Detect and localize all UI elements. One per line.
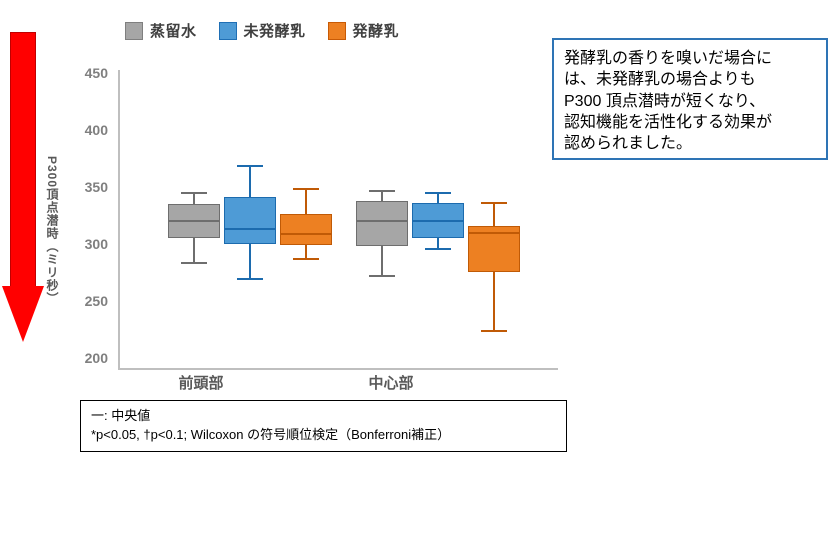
- whisker-cap-lower: [181, 262, 207, 264]
- callout-line: P300 頂点潜時が短くなり、: [564, 92, 766, 110]
- median-line: [224, 228, 276, 231]
- arrow-head-icon: [2, 286, 44, 342]
- conclusion-callout-box: 発酵乳の香りを嗅いだ場合に は、未発酵乳の場合よりも P300 頂点潜時が短くな…: [552, 38, 828, 160]
- y-tick-label: 400: [84, 122, 108, 138]
- whisker-stem-upper: [437, 192, 439, 204]
- y-tick-label: 450: [84, 65, 108, 81]
- whisker-stem-upper: [193, 192, 195, 205]
- box-iqr: [224, 197, 276, 244]
- boxplot-fermented-milk-frontal: [280, 70, 332, 370]
- boxplot-distilled-water-frontal: [168, 70, 220, 370]
- arrow-shaft: [10, 32, 36, 288]
- whisker-cap-lower: [425, 247, 451, 250]
- whisker-cap-lower: [293, 258, 319, 261]
- footnote-box: 一: 中央値 *p<0.05, †p<0.1; Wilcoxon の符号順位検定…: [80, 400, 567, 452]
- footnote-line-median: 一: 中央値: [91, 408, 151, 423]
- whisker-stem-lower: [381, 246, 383, 276]
- y-axis-tick-labels: 450 400 350 300 250 200: [60, 60, 108, 380]
- whisker-stem-lower: [249, 244, 251, 278]
- median-line: [468, 232, 520, 234]
- boxplot-chart: P300頂点潜時（ミリ秒） 450 400 350 300 250 200 前頭…: [45, 60, 566, 392]
- boxplot-unfermented-milk-frontal: [224, 70, 276, 370]
- boxplot-unfermented-milk-central: [412, 70, 464, 370]
- y-tick-label: 300: [84, 236, 108, 252]
- callout-line: 発酵乳の香りを嗅いだ場合に: [564, 50, 773, 67]
- y-axis-title: P300頂点潜時（ミリ秒）: [45, 156, 59, 306]
- y-tick-label: 250: [84, 293, 108, 309]
- whisker-stem-upper: [381, 190, 383, 201]
- whisker-cap-upper: [181, 192, 207, 195]
- whisker-cap-upper: [425, 192, 451, 195]
- whisker-cap-lower: [481, 330, 507, 333]
- y-tick-label: 200: [84, 350, 108, 366]
- legend-label: 発酵乳: [352, 23, 400, 40]
- box-iqr: [280, 214, 332, 246]
- footnote-line-stats: *p<0.05, †p<0.1; Wilcoxon の符号順位検定（Bonfer…: [91, 426, 451, 442]
- chart-legend: 蒸留水 未発酵乳 発酵乳: [125, 20, 399, 41]
- whisker-stem-lower: [437, 238, 439, 248]
- y-axis-line: [118, 70, 120, 370]
- square-swatch-icon: [218, 21, 237, 40]
- whisker-stem-upper: [249, 164, 251, 198]
- median-line: [280, 233, 332, 236]
- legend-item-fermented-milk: 発酵乳: [327, 20, 400, 41]
- whisker-stem-lower: [305, 245, 307, 259]
- whisker-cap-lower: [369, 275, 395, 278]
- callout-line: 認知機能を活性化する効果が: [564, 113, 773, 131]
- y-tick-label: 350: [84, 179, 108, 195]
- legend-item-distilled-water: 蒸留水: [125, 20, 197, 41]
- red-down-arrow: [2, 32, 44, 344]
- x-axis-line: [118, 368, 558, 370]
- legend-item-unfermented-milk: 未発酵乳: [218, 20, 306, 41]
- boxplot-distilled-water-central: [356, 70, 408, 370]
- whisker-cap-upper: [293, 187, 319, 190]
- median-line: [356, 220, 408, 222]
- x-tick-label-central: 中心部: [368, 375, 414, 392]
- legend-label: 未発酵乳: [243, 23, 306, 40]
- callout-line: は、未発酵乳の場合よりも: [564, 71, 756, 89]
- median-line: [168, 220, 220, 222]
- whisker-stem-lower: [493, 271, 495, 331]
- whisker-stem-lower: [193, 238, 195, 262]
- callout-line: 認められました。: [564, 135, 693, 153]
- boxplot-fermented-milk-central: [468, 70, 520, 370]
- whisker-stem-upper: [305, 187, 307, 214]
- x-tick-label-frontal: 前頭部: [178, 375, 224, 392]
- legend-label: 蒸留水: [150, 23, 197, 40]
- whisker-cap-upper: [237, 164, 263, 167]
- square-swatch-icon: [125, 21, 143, 40]
- whisker-cap-upper: [481, 202, 507, 204]
- whisker-stem-upper: [493, 202, 495, 226]
- box-iqr: [356, 200, 408, 247]
- whisker-cap-upper: [369, 190, 395, 192]
- boxplot-series-area: [118, 70, 558, 370]
- square-swatch-icon: [327, 21, 346, 40]
- median-line: [412, 220, 464, 222]
- whisker-cap-lower: [237, 277, 263, 280]
